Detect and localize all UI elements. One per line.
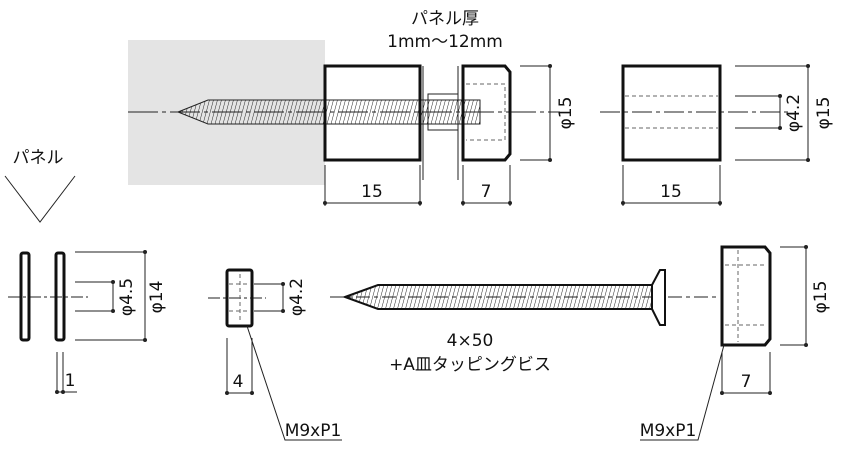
large-cap-thread-label: M9xP1 xyxy=(640,421,697,441)
screw-top xyxy=(176,99,481,125)
small-cap-hole-dim: φ4.2 xyxy=(287,278,307,316)
spacer-outer-dim: φ15 xyxy=(814,97,834,130)
large-cap-detail: φ15 7 M9xP1 xyxy=(640,245,831,441)
panel-hole-dim: φ4.5 xyxy=(117,278,137,316)
small-cap-length-dim: 4 xyxy=(233,372,244,392)
spacer-length-dim: 15 xyxy=(660,182,682,202)
cap xyxy=(461,64,512,162)
panel-thickness-range: 1mm〜12mm xyxy=(387,32,503,52)
large-cap-diameter-dim: φ15 xyxy=(811,281,831,314)
screw-size-label: 4×50 xyxy=(447,331,494,351)
spacer xyxy=(323,64,422,162)
panel-thickness-dim: 1 xyxy=(65,371,76,391)
panel-detail: パネル φ4.5 φ14 1 xyxy=(4,148,167,394)
cap-length-dim: 7 xyxy=(481,182,492,202)
spacer-hole-dim: φ4.2 xyxy=(784,94,804,132)
large-cap-length-dim: 7 xyxy=(741,372,752,392)
panel-outer-dim: φ14 xyxy=(147,281,167,314)
cap-diameter-dim: φ15 xyxy=(556,97,576,130)
panel-thickness-label: パネル厚 xyxy=(411,9,479,29)
top-assembly: パネル厚 1mm〜12mm 15 7 φ15 xyxy=(128,9,576,206)
spacer-length-dim: 15 xyxy=(361,182,383,202)
small-cap-detail: φ4.2 4 M9xP1 xyxy=(208,268,342,441)
panel-label: パネル xyxy=(13,148,64,168)
screw-detail: 4×50 +A皿タッピングビス xyxy=(330,269,720,375)
top-right-spacer: φ4.2 φ15 15 xyxy=(600,64,834,206)
small-cap-thread-label: M9xP1 xyxy=(285,421,342,441)
screw-type-label: +A皿タッピングビス xyxy=(389,355,551,375)
